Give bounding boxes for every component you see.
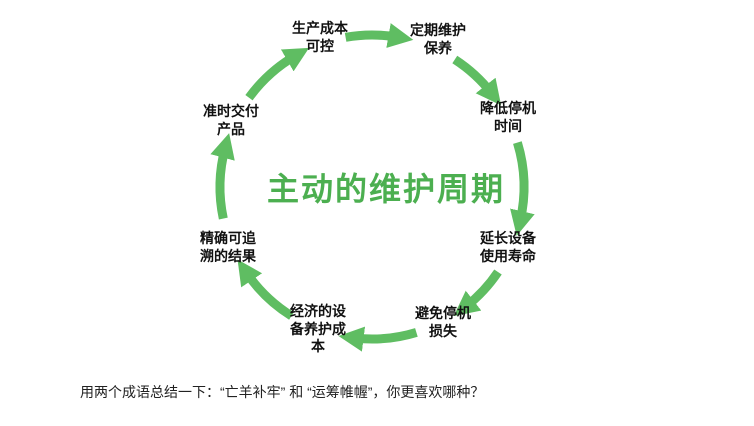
node-scheduled-maintenance: 定期维护 保养 <box>410 22 466 56</box>
node-on-time-delivery: 准时交付 产品 <box>203 103 259 137</box>
node-production-cost-controllable: 生产成本 可控 <box>292 20 348 54</box>
arrow-lower-left <box>237 259 294 320</box>
caption-text: 用两个成语总结一下：“亡羊补牢” 和 “运筹帷幄”，你更喜欢哪种？ <box>80 384 485 400</box>
node-economical-maintenance-cost: 经济的设 备养护成 本 <box>290 303 346 354</box>
arrow-lower-right <box>453 269 502 317</box>
node-traceable-results: 精确可追 溯的结果 <box>200 230 256 264</box>
arrow-right <box>510 141 535 236</box>
diagram-title: 主动的维护周期 <box>266 171 506 207</box>
arrow-left <box>210 133 235 220</box>
arrow-upper-right <box>452 55 502 106</box>
arrow-top <box>344 23 414 48</box>
node-avoid-shutdown-loss: 避免停机 损失 <box>415 305 471 339</box>
arrow-bottom <box>338 326 418 352</box>
node-extended-equipment-life: 延长设备 使用寿命 <box>480 230 536 264</box>
node-reduced-downtime: 降低停机 时间 <box>480 100 536 134</box>
arrow-upper-left <box>245 47 310 101</box>
